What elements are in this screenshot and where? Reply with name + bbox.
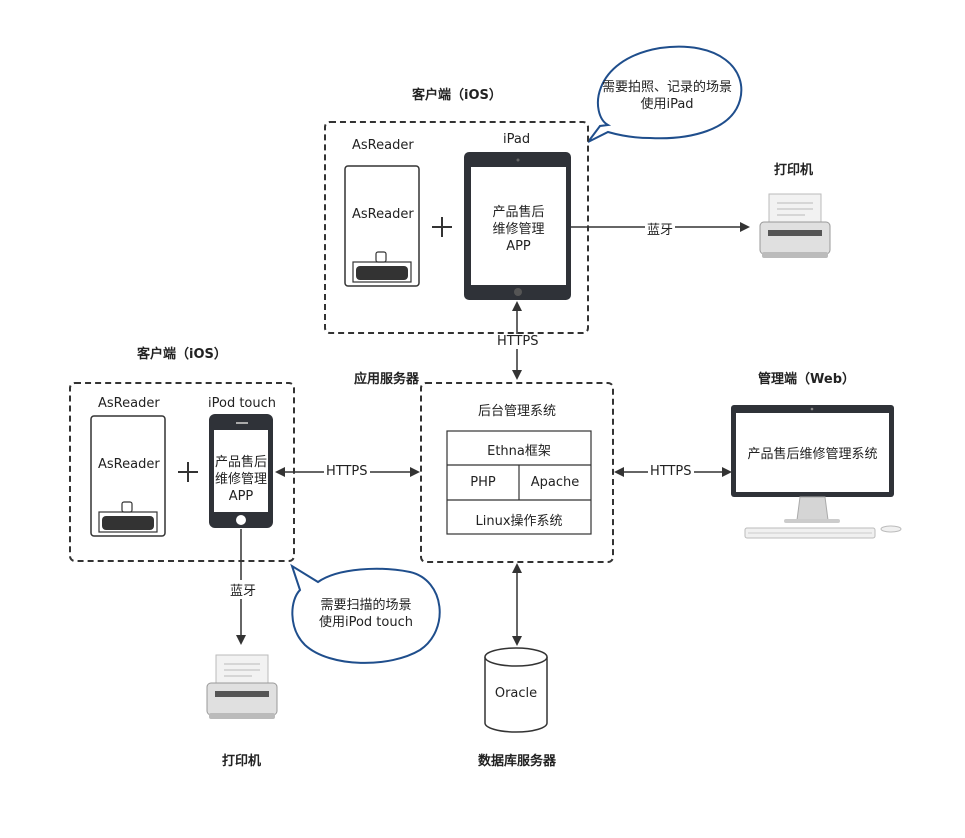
monitor-icon — [731, 405, 902, 539]
client-ipad-title: 客户端（iOS） — [412, 88, 502, 103]
server-stack-table — [446, 430, 592, 535]
client-ipod-title: 客户端（iOS） — [137, 347, 227, 362]
db-server-title: 数据库服务器 — [478, 754, 557, 769]
bubble-ipad-text: 需要拍照、记录的场景 使用iPad — [592, 79, 742, 113]
bubble-ipad-line1: 需要拍照、记录的场景 — [601, 80, 732, 95]
https-ipod-label: HTTPS — [324, 464, 370, 479]
app-server-box — [420, 382, 614, 563]
ipad-app-line2: 维修管理 — [492, 222, 545, 237]
monitor-screen-text: 产品售后维修管理系统 — [747, 447, 878, 462]
ipad-label: iPad — [503, 132, 531, 147]
plus-icon-top — [432, 217, 452, 237]
ipod-label: iPod touch — [208, 396, 277, 411]
asreader-top-text: AsReader — [352, 207, 414, 222]
ipad-app-line3: APP — [506, 239, 531, 254]
bubble-ipad-line2: 使用iPad — [640, 97, 694, 112]
bubble-ipod-line2: 使用iPod touch — [318, 615, 413, 630]
bluetooth-top-label: 蓝牙 — [645, 219, 676, 238]
speech-bubble-ipad — [587, 45, 743, 143]
asreader-device-top — [344, 165, 420, 287]
printer-top-label: 打印机 — [774, 163, 814, 178]
asreader-device-bottom — [90, 415, 166, 537]
plus-icon-bottom — [178, 462, 198, 482]
bluetooth-bottom-label: 蓝牙 — [228, 580, 259, 599]
bubble-ipod-line1: 需要扫描的场景 — [320, 598, 412, 613]
printer-icon-top — [759, 193, 831, 258]
asreader-bottom-text: AsReader — [98, 457, 160, 472]
apache-cell: Apache — [530, 475, 580, 490]
framework-cell: Ethna框架 — [487, 444, 551, 459]
ipod-device — [209, 414, 273, 528]
printer-icon-bottom — [206, 654, 278, 719]
ipad-device — [464, 152, 571, 300]
ipod-app-line2: 维修管理 — [214, 472, 267, 487]
web-client-title: 管理端（Web） — [758, 372, 855, 387]
asreader-bottom-label: AsReader — [98, 396, 160, 411]
printer-bottom-label: 打印机 — [222, 754, 262, 769]
https-ipad-label: HTTPS — [495, 334, 541, 349]
ipad-app-name: 产品售后 维修管理 APP — [471, 204, 566, 255]
php-cell: PHP — [470, 475, 496, 490]
ipad-app-line1: 产品售后 — [492, 205, 545, 220]
asreader-top-label: AsReader — [352, 138, 414, 153]
app-server-title: 应用服务器 — [354, 372, 420, 387]
ipod-app-line1: 产品售后 — [214, 455, 267, 470]
os-cell: Linux操作系统 — [475, 514, 563, 529]
bubble-ipod-text: 需要扫描的场景 使用iPod touch — [296, 597, 436, 631]
client-ipod-box — [69, 382, 295, 562]
oracle-label: Oracle — [494, 686, 538, 701]
ipod-app-name: 产品售后 维修管理 APP — [212, 454, 270, 505]
speech-bubble-ipod — [290, 563, 441, 664]
client-ipad-box — [324, 121, 589, 334]
https-web-label: HTTPS — [648, 464, 694, 479]
ipod-app-line3: APP — [228, 489, 254, 504]
backend-system-label: 后台管理系统 — [477, 404, 556, 419]
database-cylinder — [484, 647, 548, 733]
